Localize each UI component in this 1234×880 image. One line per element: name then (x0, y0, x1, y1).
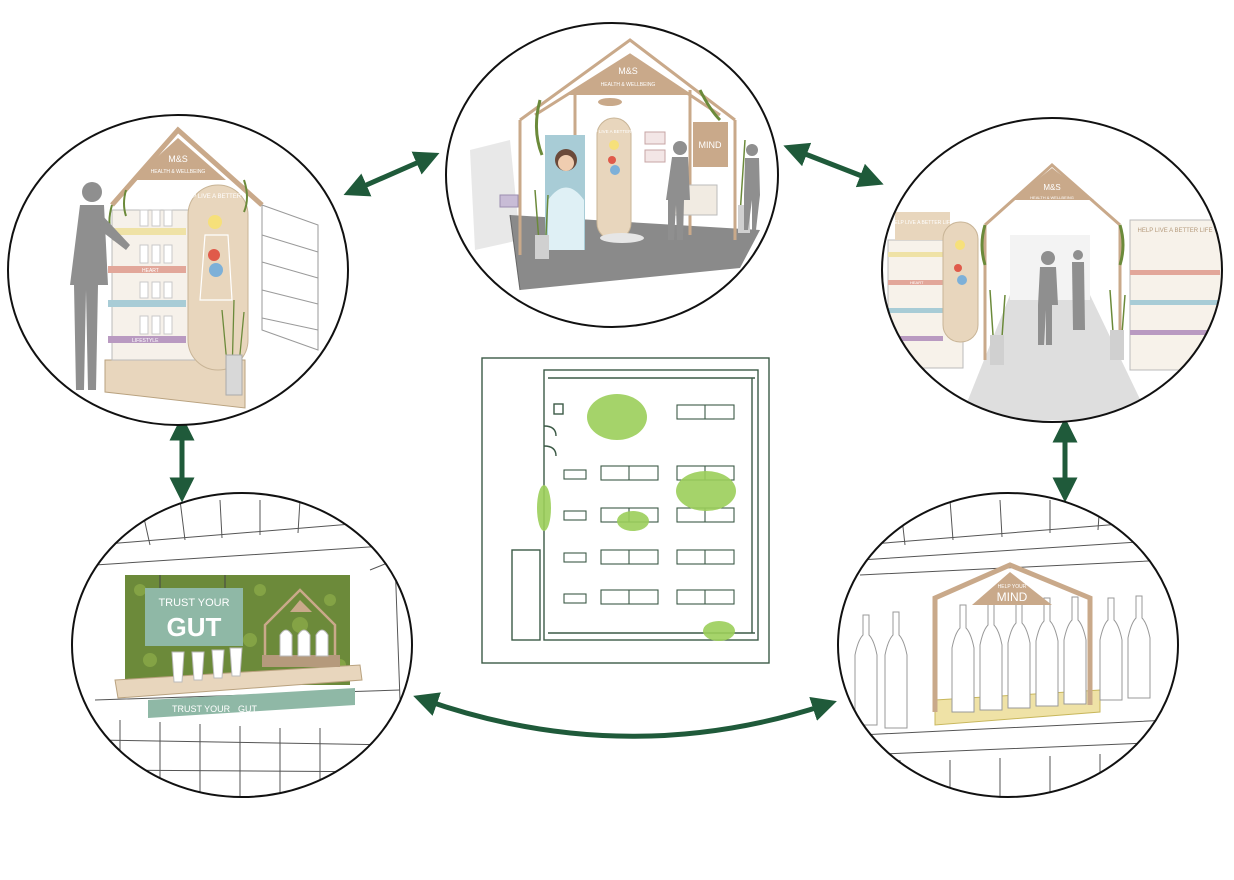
plan-gondolas (563, 404, 735, 605)
sign-sub: HEALTH & WELLBEING (151, 169, 206, 175)
panel-left-text: HELP LIVE A BETTER LIFE (891, 220, 954, 226)
vignette-gondola-end: HEART LIFESTYLE HELP LIVE A BETTER LIFE … (7, 114, 349, 426)
mind-roof-small: HELP YOUR (998, 584, 1027, 590)
plan-heat-spots (537, 394, 736, 641)
connector-arrows (169, 142, 1078, 739)
plan-counter (511, 549, 541, 641)
panel-text: HELP LIVE A BETTER LIFE (181, 194, 256, 200)
shelf-label-lifestyle: LIFESTYLE (132, 338, 159, 344)
heat-spot (703, 621, 735, 641)
sign-brand: M&S (1043, 183, 1060, 192)
shelf-label-heart: HEART (910, 280, 924, 285)
heat-spot (676, 471, 736, 511)
mind-panel-text: MIND (699, 140, 722, 150)
gut-sign-top: TRUST YOUR (158, 597, 229, 609)
vignette-gut-display: TRUST YOUR GUT TRUST YOUR GUT (71, 492, 413, 798)
sign-sub: HEALTH & WELLBEING (601, 82, 656, 88)
store-floor-plan (481, 357, 770, 664)
arrow-bl-br (413, 692, 837, 739)
vignette-mind-display: HELP YOUR MIND (837, 492, 1179, 798)
heat-spot (537, 485, 551, 531)
shelf-label-heart: HEART (142, 268, 159, 274)
arrow-tc-tr (783, 142, 884, 188)
heat-spot (587, 394, 647, 440)
mind-roof-big: MIND (997, 590, 1028, 604)
gut-sign-big: GUT (167, 612, 222, 642)
sign-sub: HEALTH & WELLBEING (1030, 195, 1074, 200)
sign-brand: M&S (618, 66, 638, 76)
vignette-aisle: HEART HELP LIVE A BETTER LIFE HELP LIVE … (881, 117, 1223, 423)
vignette-pavilion: M&S HEALTH & WELLBEING HELP LIVE A BETTE… (445, 22, 779, 328)
gut-shelf-text-b: GUT (238, 704, 258, 714)
panel-right-text: HELP LIVE A BETTER LIFE (1138, 228, 1213, 234)
sign-brand: M&S (168, 154, 188, 164)
panel-text: HELP LIVE A BETTER LIFE (586, 129, 642, 134)
gut-shelf-text-a: TRUST YOUR (172, 704, 231, 714)
heat-spot (617, 511, 649, 531)
plan-outer-border (481, 357, 770, 664)
arrow-tl-tc (343, 151, 440, 197)
